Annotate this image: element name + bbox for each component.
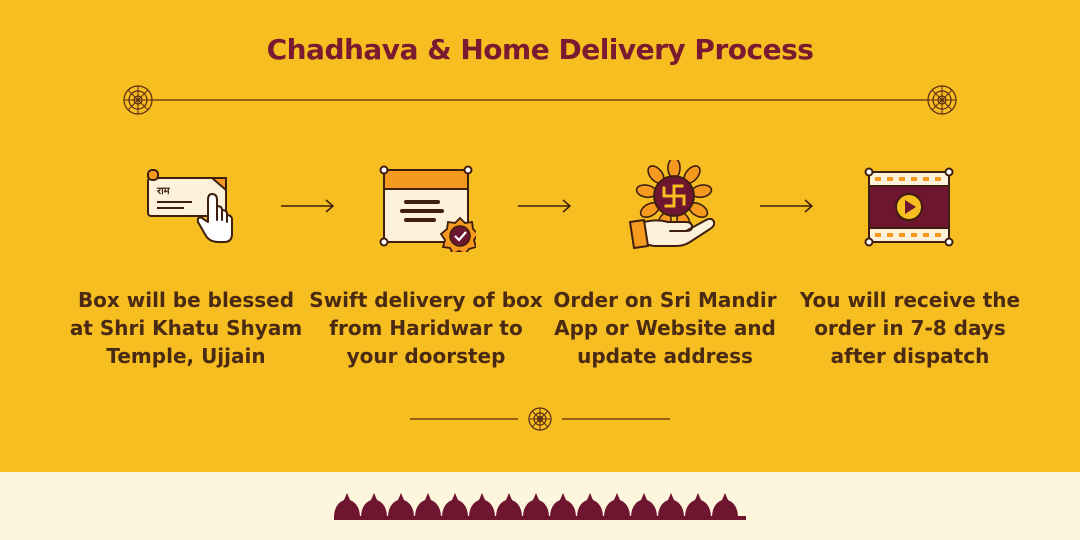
framed-card-badge-icon <box>379 165 476 252</box>
mandala-left-icon <box>123 85 153 115</box>
arrow-right-icon <box>281 199 335 213</box>
arrow-right-icon <box>760 199 814 213</box>
step-3-text: Order on Sri Mandir App or Website and u… <box>553 288 777 368</box>
ram-scroll-hand-pointer-icon: राम <box>147 169 233 243</box>
top-divider <box>123 85 957 115</box>
step-4-text: You will receive the order in 7-8 days a… <box>799 288 1021 368</box>
bottom-divider <box>410 407 670 431</box>
ram-label: राम <box>156 186 171 197</box>
step-1-text: Box will be blessed at Shri Khatu Shyam … <box>69 288 303 368</box>
arrow-right-icon <box>518 199 572 213</box>
video-play-frame-icon <box>864 167 954 247</box>
swastika-flower-hand-icon <box>629 160 716 249</box>
mandala-center-icon <box>528 407 552 431</box>
page-title: Chadhava & Home Delivery Process <box>266 33 814 66</box>
mandala-right-icon <box>927 85 957 115</box>
step-2-text: Swift delivery of box from Haridwar to y… <box>309 288 543 368</box>
process-banner: Chadhava & Home Delivery Process <box>69 33 1021 431</box>
temple-domes-border <box>334 493 746 520</box>
